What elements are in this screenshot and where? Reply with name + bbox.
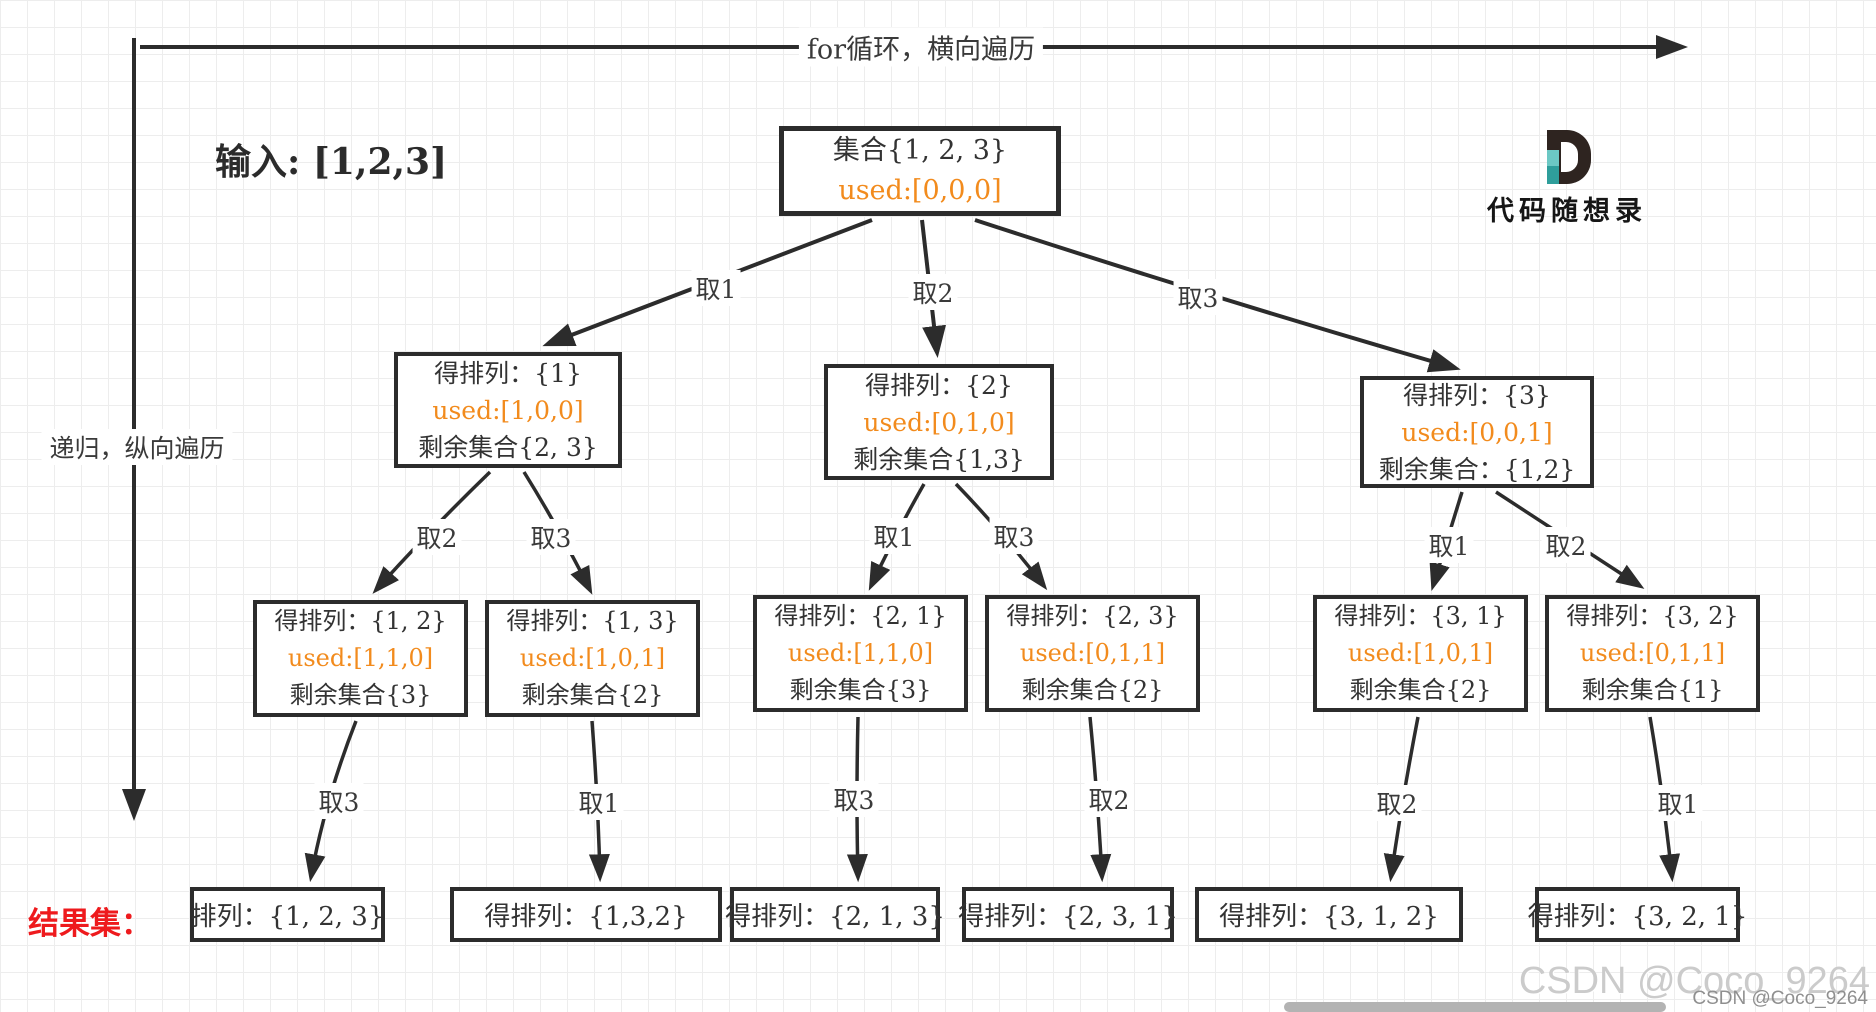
node-used: used:[0,1,0] — [863, 407, 1015, 437]
node-rest: 剩余集合{2, 3} — [418, 432, 598, 462]
for-loop-label: for循环，横向遍历 — [798, 27, 1044, 67]
node-rest: 剩余集合{3} — [289, 681, 432, 709]
node-used: used:[0,1,1] — [1019, 639, 1166, 667]
edge-label-take: 取2 — [908, 274, 958, 310]
edge-label-take: 取2 — [412, 519, 462, 555]
node-title: 得排列：{1, 2} — [274, 607, 447, 635]
node-rest: 剩余集合{3} — [789, 676, 932, 704]
node-rest: 剩余集合{2} — [1021, 676, 1164, 704]
brand-name: 代码随想录 — [1487, 196, 1647, 227]
node-root-used: used:[0,0,0] — [838, 175, 1002, 206]
node-title: 得排列：{1, 3} — [506, 607, 679, 635]
recursion-label: 递归，纵向遍历 — [41, 429, 233, 465]
node-perm-1: 得排列：{1} used:[1,0,0] 剩余集合{2, 3} — [394, 352, 622, 468]
node-root-title: 集合{1, 2, 3} — [832, 135, 1008, 166]
node-perm-13: 得排列：{1, 3} used:[1,0,1] 剩余集合{2} — [485, 600, 700, 717]
input-label: 输入: [1,2,3] — [215, 141, 448, 183]
edge-label-take: 取3 — [989, 518, 1039, 554]
node-used: used:[0,0,1] — [1401, 417, 1553, 447]
horizontal-scrollbar-thumb[interactable] — [1284, 1002, 1666, 1012]
node-title: 得排列：{3, 1} — [1334, 602, 1507, 630]
watermark-large: CSDN @Coco_9264 — [1518, 960, 1870, 1002]
edge-label-take: 取1 — [869, 518, 919, 554]
result-node: 得排列：{3, 1, 2} — [1195, 887, 1463, 942]
d-logo-icon — [1547, 130, 1591, 184]
node-perm-31: 得排列：{3, 1} used:[1,0,1] 剩余集合{2} — [1313, 595, 1528, 712]
d-logo-hole — [1561, 142, 1578, 172]
result-node: 排列：{1, 2, 3} — [190, 887, 385, 942]
node-perm-23: 得排列：{2, 3} used:[0,1,1] 剩余集合{2} — [985, 595, 1200, 712]
node-perm-3: 得排列：{3} used:[0,0,1] 剩余集合：{1,2} — [1360, 376, 1594, 488]
node-rest: 剩余集合{2} — [521, 681, 664, 709]
d-logo-teal-dark — [1547, 166, 1559, 184]
edge-label-take: 取2 — [1084, 781, 1134, 817]
node-perm-21: 得排列：{2, 1} used:[1,1,0] 剩余集合{3} — [753, 595, 968, 712]
result-node: 得排列：{1,3,2} — [450, 887, 722, 942]
result-node: 得排列：{2, 1, 3} — [725, 887, 945, 942]
node-root: 集合{1, 2, 3} used:[0,0,0] — [779, 126, 1061, 216]
node-used: used:[1,1,0] — [287, 644, 434, 672]
node-rest: 剩余集合{1} — [1581, 676, 1724, 704]
node-perm-2: 得排列：{2} used:[0,1,0] 剩余集合{1,3} — [824, 364, 1054, 480]
edge-label-take: 取3 — [829, 781, 879, 817]
result-node: 得排列：{2, 3, 1} — [958, 887, 1178, 942]
edge-label-take: 取1 — [574, 784, 624, 820]
edge-label-take: 取1 — [691, 270, 741, 306]
brand: 代码随想录 — [1487, 130, 1687, 228]
edge-label-take: 取1 — [1653, 785, 1703, 821]
node-title: 得排列：{3, 2} — [1566, 602, 1739, 630]
watermark-small: CSDN @Coco_9264 — [1692, 988, 1868, 1009]
node-used: used:[1,0,1] — [519, 644, 666, 672]
edge-label-take: 取3 — [526, 519, 576, 555]
node-used: used:[1,0,1] — [1347, 639, 1494, 667]
node-perm-32: 得排列：{3, 2} used:[0,1,1] 剩余集合{1} — [1545, 595, 1760, 712]
result-node: 得排列：{3, 2, 1} — [1528, 887, 1747, 942]
result-set-label: 结果集： — [28, 906, 152, 942]
node-title: 得排列：{2, 1} — [774, 602, 947, 630]
node-used: used:[0,1,1] — [1579, 639, 1726, 667]
node-title: 得排列：{3} — [1403, 380, 1551, 410]
edge-label-take: 取3 — [314, 783, 364, 819]
node-rest: 剩余集合{2} — [1349, 676, 1492, 704]
node-rest: 剩余集合{1,3} — [853, 444, 1025, 474]
edge-label-take: 取2 — [1541, 527, 1591, 563]
node-used: used:[1,0,0] — [432, 395, 584, 425]
node-title: 得排列：{1} — [434, 358, 582, 388]
edge-label-take: 取2 — [1372, 785, 1422, 821]
node-title: 得排列：{2} — [865, 370, 1013, 400]
node-perm-12: 得排列：{1, 2} used:[1,1,0] 剩余集合{3} — [253, 600, 468, 717]
node-used: used:[1,1,0] — [787, 639, 934, 667]
d-logo-teal-light — [1547, 150, 1559, 166]
node-rest: 剩余集合：{1,2} — [1378, 454, 1576, 484]
edge-label-take: 取1 — [1424, 527, 1474, 563]
edge-label-take: 取3 — [1173, 279, 1223, 315]
node-title: 得排列：{2, 3} — [1006, 602, 1179, 630]
